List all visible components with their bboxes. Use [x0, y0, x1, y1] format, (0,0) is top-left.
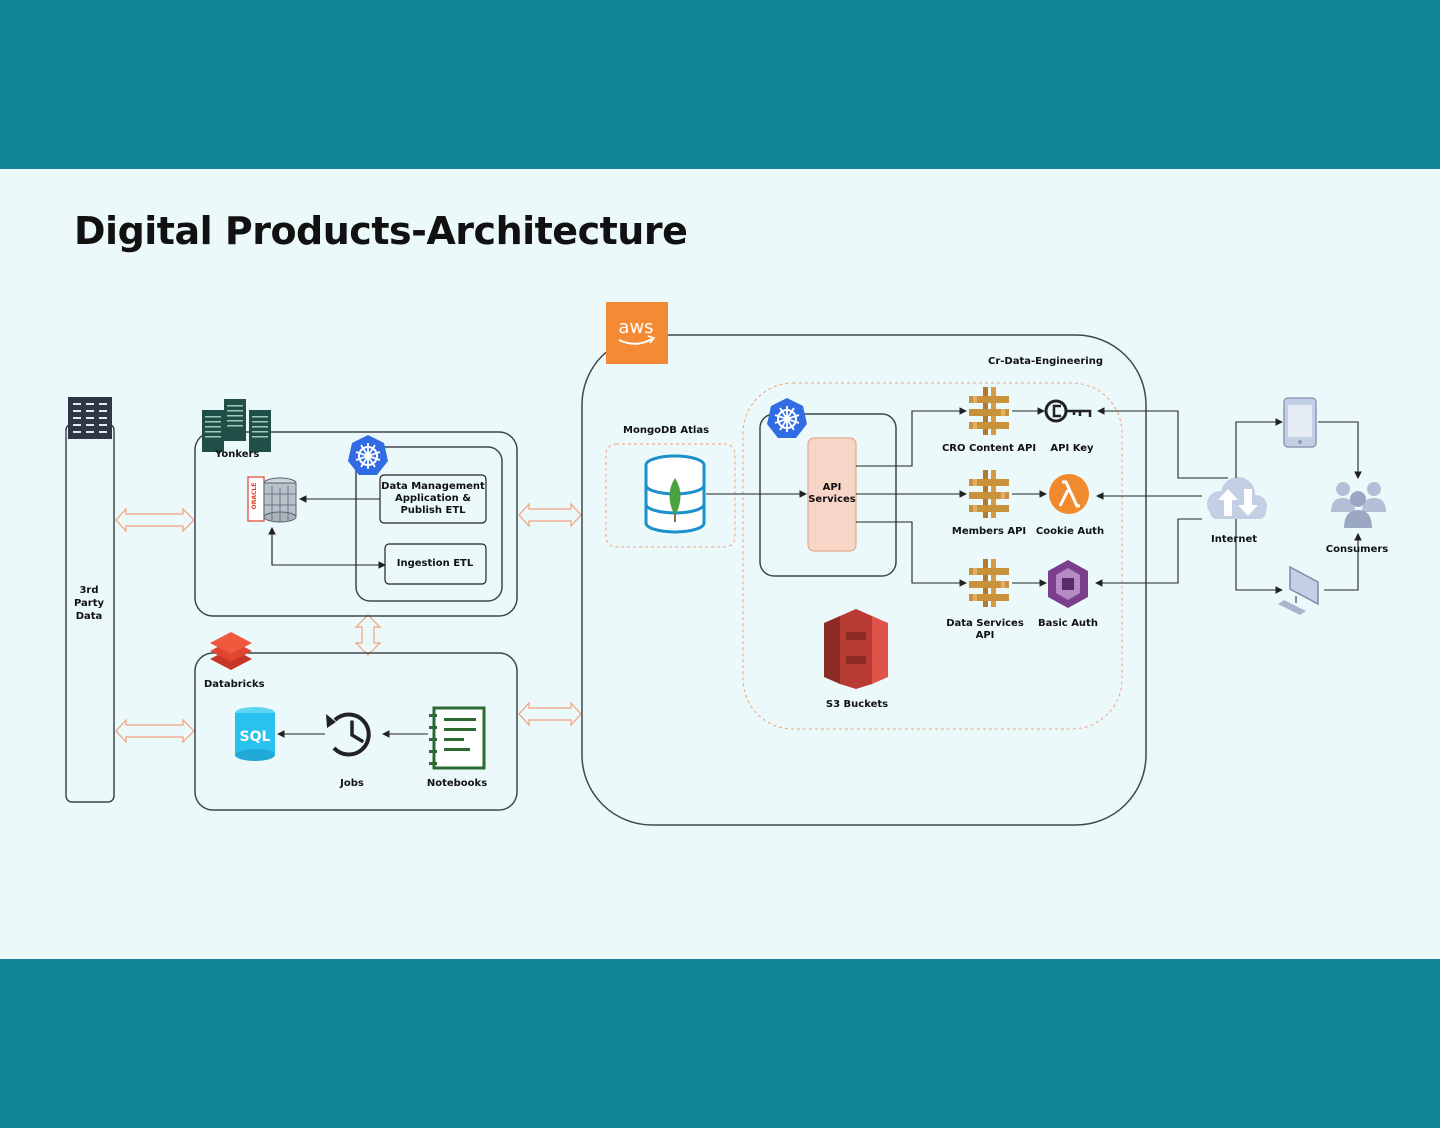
data-management-line3: Publish ETL	[400, 505, 466, 516]
consumers-label: Consumers	[1326, 544, 1389, 555]
third-party-data: 3rd Party Data	[65, 397, 115, 803]
databricks-label: Databricks	[204, 679, 265, 690]
cookie-auth-label: Cookie Auth	[1036, 526, 1104, 537]
aws-group: aws Cr-Data-Engineering MongoDB Atlas	[581, 302, 1147, 826]
databricks-group: Databricks SQL Jobs Notebooks	[194, 632, 518, 811]
kubernetes-icon	[766, 397, 808, 439]
api-gateway-icon	[969, 387, 1009, 435]
internet-cloud-icon	[1207, 477, 1267, 519]
consumers-users-icon	[1331, 482, 1386, 528]
diagram-canvas: Digital Products-Architecture	[0, 169, 1440, 959]
cro-content-api-label: CRO Content API	[942, 443, 1036, 454]
data-services-api-label-1: Data Services	[946, 618, 1024, 629]
cognito-icon	[1048, 560, 1088, 608]
data-management-line1: Data Management	[381, 481, 485, 492]
internet-label: Internet	[1211, 534, 1257, 545]
svg-text:Services: Services	[808, 494, 856, 505]
datacenter-icon	[202, 399, 271, 452]
kubernetes-icon	[347, 434, 389, 476]
basic-auth-label: Basic Auth	[1038, 618, 1098, 629]
api-gateway-icon	[969, 559, 1009, 607]
svg-text:aws: aws	[618, 317, 653, 338]
jobs-history-icon	[326, 712, 371, 757]
lambda-icon	[1049, 474, 1089, 514]
third-party-label-line1: 3rd	[79, 585, 98, 596]
ingestion-etl-box: Ingestion ETL	[384, 543, 487, 585]
server-stack-icon	[68, 397, 112, 439]
desktop-computer-icon	[1278, 565, 1319, 615]
cr-data-engineering-label: Cr-Data-Engineering	[988, 356, 1103, 367]
mongodb-label: MongoDB Atlas	[623, 425, 709, 436]
s3-bucket-icon	[824, 609, 888, 689]
key-icon	[1044, 399, 1092, 423]
api-key-label: API Key	[1050, 443, 1094, 454]
mongodb-icon	[644, 454, 706, 534]
yonkers-label: Yonkers	[214, 449, 259, 460]
svg-text:ORACLE: ORACLE	[251, 483, 258, 510]
data-management-box: Data Management Application & Publish ET…	[379, 474, 487, 524]
api-gateway-icon	[969, 470, 1009, 518]
data-services-api-label-2: API	[976, 630, 995, 641]
api-services-box: API Services	[807, 437, 857, 552]
sync-arrows	[115, 502, 582, 744]
architecture-diagram: 3rd Party Data Yonkers ORACLE	[65, 302, 1389, 826]
notebooks-label: Notebooks	[427, 778, 487, 789]
mobile-device-icon	[1283, 397, 1317, 448]
svg-text:Ingestion ETL: Ingestion ETL	[397, 558, 474, 569]
page-title: Digital Products-Architecture	[74, 209, 688, 253]
jobs-label: Jobs	[339, 778, 364, 789]
third-party-label-line2: Party	[74, 598, 105, 609]
aws-logo-icon: aws	[606, 302, 668, 364]
yonkers-group: Yonkers ORACLE Data Management Applicati…	[194, 399, 518, 617]
svg-text:SQL: SQL	[240, 729, 271, 745]
oracle-db-icon: ORACLE	[247, 476, 297, 523]
sql-icon: SQL	[235, 707, 275, 761]
members-api-label: Members API	[952, 526, 1026, 537]
s3-buckets-label: S3 Buckets	[826, 699, 888, 710]
svg-text:API: API	[823, 482, 842, 493]
third-party-label-line3: Data	[76, 611, 103, 622]
databricks-icon	[210, 632, 252, 670]
data-management-line2: Application &	[395, 493, 471, 504]
notebook-icon	[429, 706, 486, 770]
